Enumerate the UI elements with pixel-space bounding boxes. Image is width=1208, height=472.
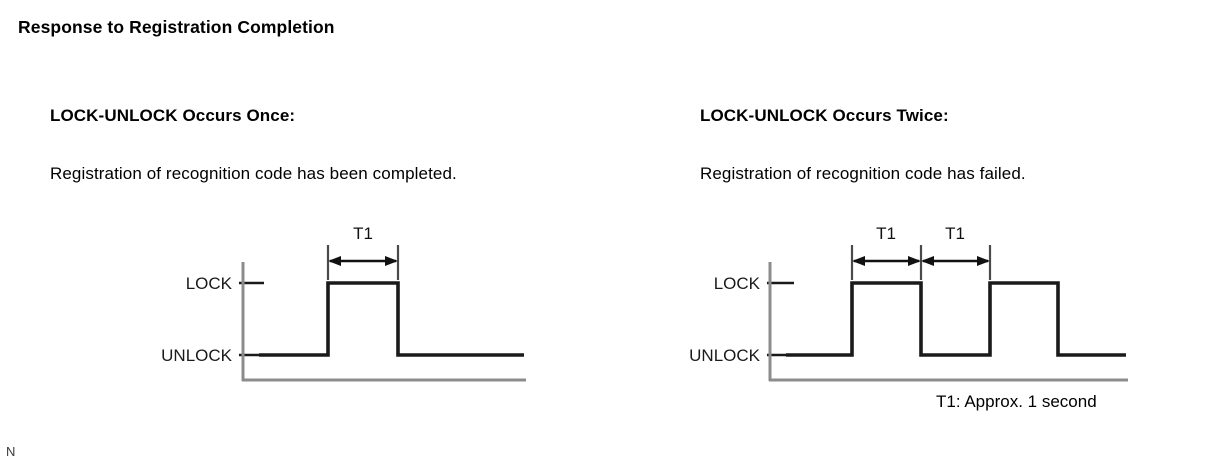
waveform-trace bbox=[786, 281, 1126, 357]
timing-diagram-once: LOCK UNLOCK T1 bbox=[96, 218, 536, 393]
waveform-chart-twice: LOCK UNLOCK T1 T1 bbox=[689, 224, 1128, 382]
page-corner-mark: N bbox=[6, 444, 16, 459]
dimension-arrowhead-1-right bbox=[908, 256, 921, 266]
dimension-arrowhead-1-left bbox=[852, 256, 865, 266]
section-description-twice: Registration of recognition code has fai… bbox=[700, 164, 1026, 183]
axis-label-unlock: UNLOCK bbox=[689, 346, 761, 365]
dimension-arrowhead-2-right bbox=[977, 256, 990, 266]
timing-diagram-twice: LOCK UNLOCK T1 T1 bbox=[610, 218, 1140, 393]
axis-label-lock: LOCK bbox=[714, 274, 761, 293]
section-heading-twice: LOCK-UNLOCK Occurs Twice: bbox=[700, 106, 949, 125]
interval-label-t1: T1 bbox=[353, 224, 373, 243]
page-title: Response to Registration Completion bbox=[18, 17, 335, 37]
waveform-trace bbox=[259, 281, 524, 357]
interval-label-t1-second: T1 bbox=[945, 224, 965, 243]
axis-label-lock: LOCK bbox=[186, 274, 233, 293]
interval-label-t1-first: T1 bbox=[876, 224, 896, 243]
footnote-t1-definition: T1: Approx. 1 second bbox=[936, 392, 1097, 411]
dimension-arrowhead-left bbox=[328, 256, 341, 266]
dimension-arrowhead-2-left bbox=[921, 256, 934, 266]
dimension-arrowhead-right bbox=[385, 256, 398, 266]
section-heading-once: LOCK-UNLOCK Occurs Once: bbox=[50, 106, 296, 125]
waveform-chart-once: LOCK UNLOCK T1 bbox=[161, 224, 526, 382]
axis-label-unlock: UNLOCK bbox=[161, 346, 233, 365]
section-description-once: Registration of recognition code has bee… bbox=[50, 164, 457, 183]
